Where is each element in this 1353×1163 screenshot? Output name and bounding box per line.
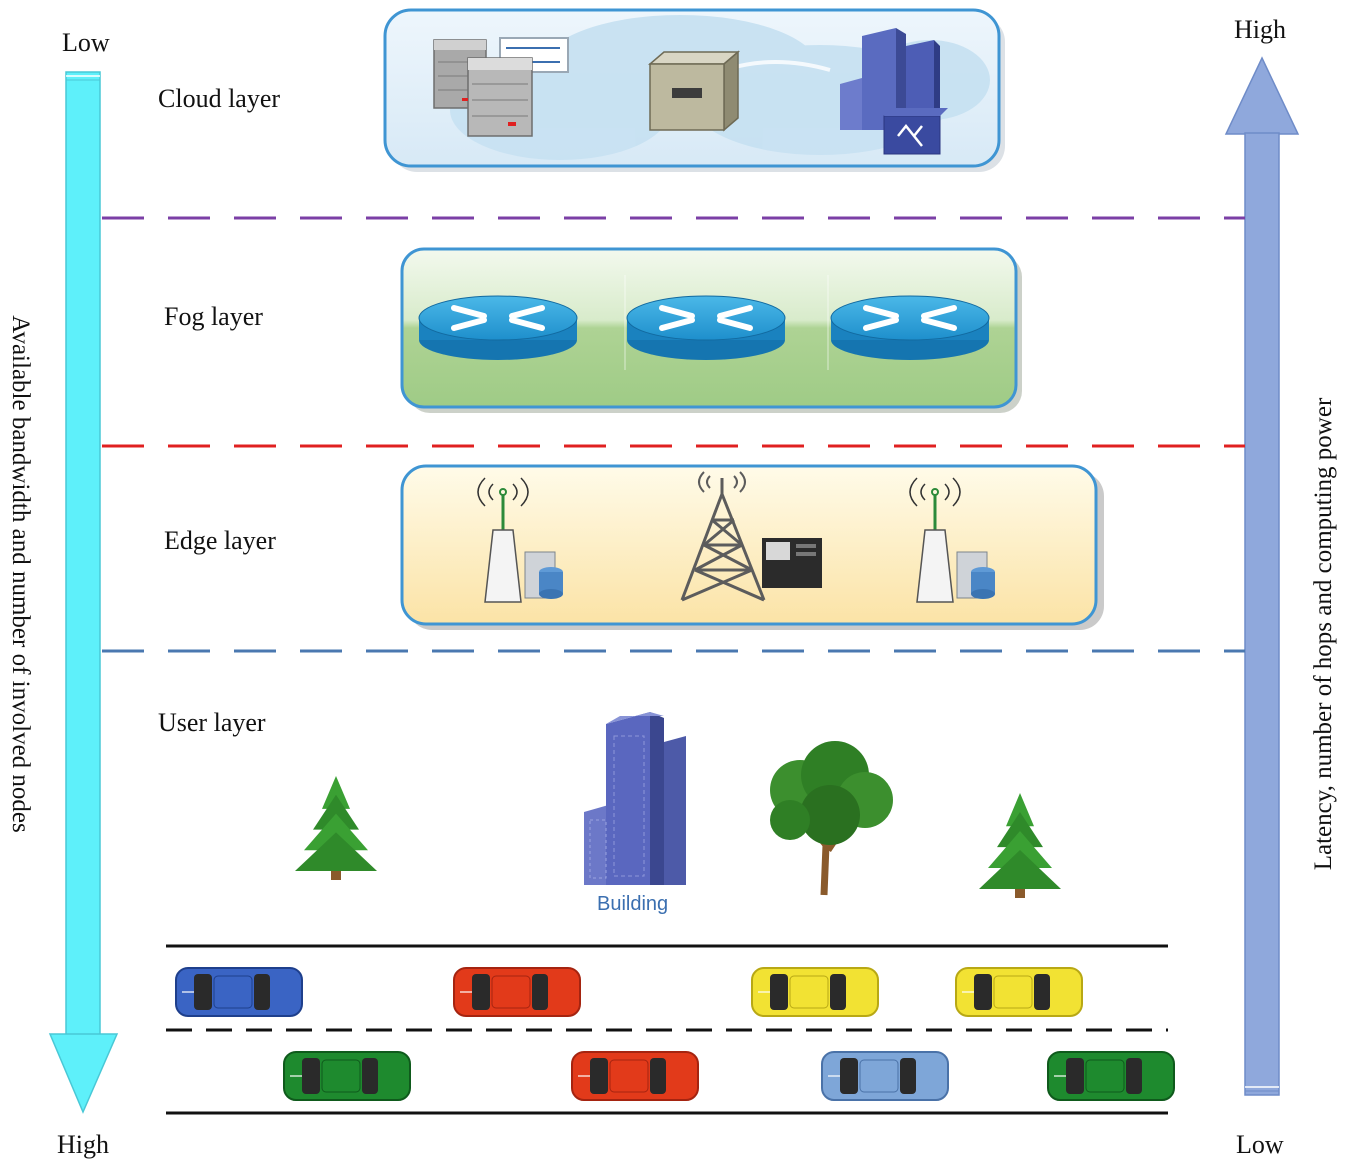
cloud-layer-panel bbox=[383, 8, 1005, 172]
left-axis-arrow bbox=[48, 71, 119, 1114]
pine-tree-icon bbox=[295, 776, 377, 880]
building-icon bbox=[584, 712, 686, 885]
edge-server-icon bbox=[524, 551, 563, 599]
car-icon bbox=[175, 967, 303, 1017]
car-icon bbox=[571, 1051, 699, 1101]
cloud-datacenter-icon bbox=[840, 28, 948, 155]
router-icon bbox=[830, 295, 990, 360]
building-label: Building bbox=[597, 893, 669, 915]
pine-tree-icon bbox=[979, 793, 1061, 898]
cloud-layer-label: Cloud layer bbox=[158, 84, 281, 113]
router-icon bbox=[418, 295, 578, 360]
left-axis-top-label: Low bbox=[62, 28, 110, 57]
right-axis-arrow bbox=[1224, 56, 1300, 1096]
user-layer-label: User layer bbox=[158, 708, 266, 737]
base-station-equipment-icon bbox=[762, 538, 822, 588]
server-rack-icon bbox=[433, 37, 569, 137]
car-icon bbox=[283, 1051, 411, 1101]
fog-layer-label: Fog layer bbox=[164, 302, 263, 331]
car-icon bbox=[955, 967, 1083, 1017]
edge-server-icon bbox=[956, 551, 995, 599]
wireless-access-point-icon bbox=[909, 477, 961, 603]
wireless-access-point-icon bbox=[477, 477, 529, 603]
deciduous-tree-icon bbox=[770, 741, 893, 896]
car-icon bbox=[821, 1051, 949, 1101]
left-axis-caption: Available bandwidth and number of involv… bbox=[7, 315, 34, 833]
left-axis-bottom-label: High bbox=[57, 1130, 109, 1159]
car-icon bbox=[453, 967, 581, 1017]
right-axis-caption: Latency, number of hops and computing po… bbox=[1310, 397, 1337, 871]
edge-layer-label: Edge layer bbox=[164, 526, 276, 555]
edge-access-points bbox=[477, 477, 995, 603]
road-cars bbox=[175, 967, 1175, 1101]
storage-box-icon bbox=[647, 50, 741, 132]
right-axis-bottom-label: Low bbox=[1236, 1130, 1284, 1159]
car-icon bbox=[751, 967, 879, 1017]
pine-trees bbox=[295, 776, 1061, 898]
fog-routers bbox=[418, 295, 990, 360]
road bbox=[166, 944, 1168, 1115]
router-icon bbox=[626, 295, 786, 360]
right-axis-top-label: High bbox=[1234, 15, 1286, 44]
car-icon bbox=[1047, 1051, 1175, 1101]
cell-tower-icon bbox=[680, 471, 766, 602]
